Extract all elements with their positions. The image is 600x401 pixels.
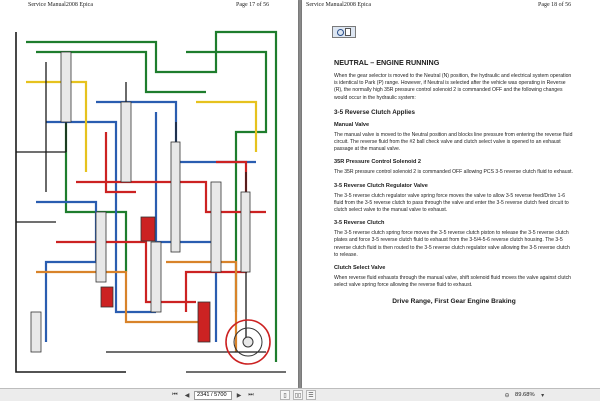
fluid-circuit-lines [15,30,286,373]
zoom-out-icon[interactable]: ⊖ [504,392,510,399]
zoom-level[interactable]: 89.68% [515,392,535,398]
last-page-icon[interactable]: ⏭ [248,391,254,398]
first-page-icon[interactable]: ⏮ [172,391,178,398]
section-title: Manual Valve [334,121,370,128]
valve-bodies [30,51,251,353]
right-header-page: Page 18 of 56 [538,2,572,8]
document-viewer: Service Manual2008 Epica Page 17 of 56 [0,0,600,388]
chevron-down-icon[interactable]: ▾ [541,392,545,399]
left-header-title: Service Manual2008 Epica [28,2,93,8]
section-heading: NEUTRAL – ENGINE RUNNING [334,58,440,67]
zoom-icon[interactable] [332,26,356,38]
hydraulic-circuit-diagram [15,30,286,373]
section-title: 3-5 Reverse Clutch [334,220,385,227]
service-text: NEUTRAL – ENGINE RUNNING When the gear s… [334,58,574,305]
status-bar: ⏮ ◀ ▶ ⏭ ▯ ▯▯ ☰ ⊖ 89.68% ▾ [0,388,600,401]
solenoid-blocks [100,216,211,343]
section-body: When reverse fluid exhausts through the … [334,275,571,289]
section-body: The 35R pressure control solenoid 2 is c… [334,169,573,176]
document-icon [345,28,351,36]
subheading: 3-5 Reverse Clutch Applies [334,108,415,116]
right-header-title: Service Manual2008 Epica [306,2,371,8]
next-section-heading: Drive Range, First Gear Engine Braking [392,298,516,306]
single-page-icon[interactable]: ▯ [280,390,290,400]
pump-assembly [225,319,271,365]
view-tools: ▯ ▯▯ ☰ [280,390,316,400]
next-page-icon[interactable]: ▶ [236,392,242,399]
section-title: 3-5 Reverse Clutch Regulator Valve [334,182,428,189]
left-page: Service Manual2008 Epica Page 17 of 56 [0,0,298,388]
intro-paragraph: When the gear selector is moved to the N… [334,73,572,101]
section-body: The 3-5 reverse clutch spring force move… [334,230,570,258]
section-title: 35R Pressure Control Solenoid 2 [334,159,422,166]
section-body: The manual valve is moved to the Neutral… [334,131,573,153]
prev-page-icon[interactable]: ◀ [184,392,190,399]
page-number-input[interactable] [194,390,232,400]
continuous-icon[interactable]: ☰ [306,390,316,400]
two-page-icon[interactable]: ▯▯ [293,390,303,400]
right-page: Service Manual2008 Epica Page 18 of 56 N… [302,0,600,388]
magnifier-icon [337,28,344,36]
section-title: Clutch Select Valve [334,265,386,272]
left-header-page: Page 17 of 56 [236,2,270,8]
zoom-control: ⊖ 89.68% ▾ [502,390,548,400]
page-navigation: ⏮ ◀ ▶ ⏭ [170,390,256,400]
section-body: The 3-5 reverse clutch regulator valve s… [334,192,569,214]
